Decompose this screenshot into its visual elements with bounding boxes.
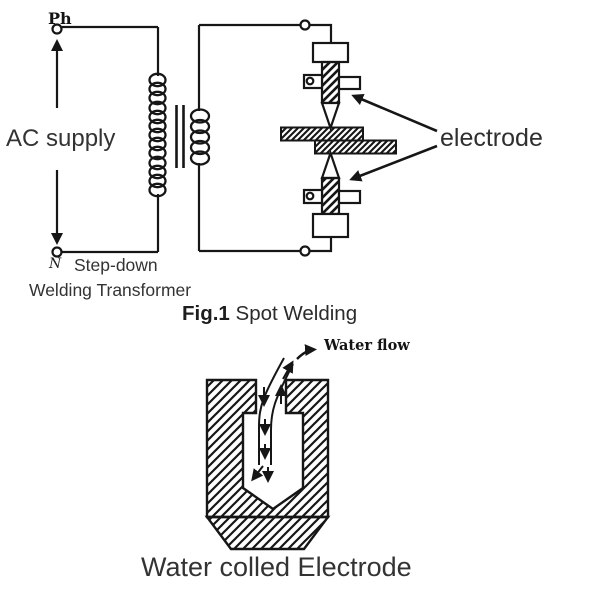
transformer-secondary-coil [189,108,211,166]
upper-electrode-tip [320,101,341,132]
figure1-caption-title: Spot Welding [229,302,358,325]
lower-electrode-tip [320,149,341,180]
electrode-arrow-upper [351,93,438,133]
upper-right-clamp [337,75,362,91]
lower-clamp-bolt [305,191,315,201]
water-cooled-electrode-body [204,378,331,551]
neutral-terminal [51,246,63,258]
primary-circuit [51,23,160,258]
transformer-label-line1: Step-down [74,255,158,275]
secondary-bottom-terminal [299,245,311,257]
water-flow-label-arrow [296,344,317,360]
transformer-core [175,105,185,168]
phase-terminal [51,23,63,35]
lower-electrode-assembly [302,149,362,239]
secondary-top-terminal [299,19,311,31]
electrode-label: electrode [440,124,543,152]
figure1-caption-number: Fig.1 [182,302,230,325]
electrode-body-section [205,378,330,519]
transformer-label-line2: Welding Transformer [29,280,192,300]
water-flow-system [251,344,317,483]
water-flow-label: Water flow [324,337,410,354]
workpiece-plates [280,126,397,155]
electrode-arrow-lower [349,144,438,182]
upper-electrode-body [320,60,341,105]
phase-label: Ph [48,9,72,28]
upper-electrode-assembly [302,41,362,132]
water-outlet-arrow [282,360,294,380]
workpiece-plate-top [280,126,364,142]
lower-right-clamp [337,189,362,205]
secondary-circuit [197,19,333,257]
neutral-label: N [49,256,62,272]
figure1-caption: Fig.1 Spot Welding [182,302,357,326]
inlet-tube-right-wall [270,363,294,465]
workpiece-plate-bottom [314,139,397,155]
electrode-tip-section [204,515,331,551]
upper-clamp-bolt [305,76,315,86]
lower-electrode-holder [311,212,350,239]
figure2-caption: Water colled Electrode [141,552,412,582]
upper-electrode-holder [311,41,350,64]
electrode-pointer-arrows [349,93,438,182]
water-splash-arrow-left [251,465,264,482]
transformer-primary-coil [148,72,167,198]
lower-electrode-body [320,176,341,216]
ac-supply-label: AC supply [6,125,116,152]
